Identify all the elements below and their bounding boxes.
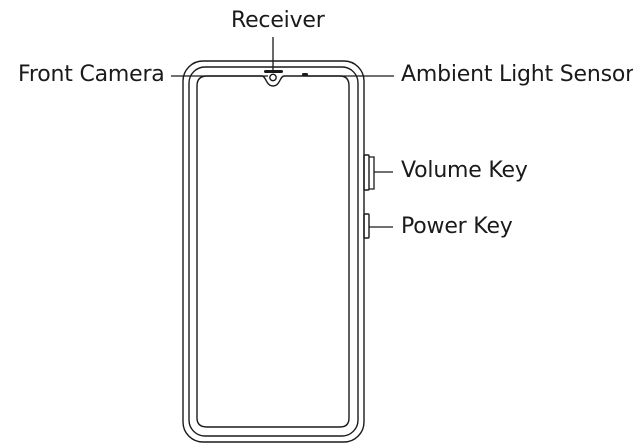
volume-key-bracket	[369, 156, 375, 190]
receiver-slot	[264, 70, 283, 73]
receiver-label: Receiver	[231, 8, 325, 33]
power-key-label: Power Key	[401, 214, 513, 239]
volume-key-shape	[363, 154, 370, 191]
front-camera-lens	[269, 73, 277, 82]
ambient-light-sensor-label: Ambient Light Sensor	[401, 62, 633, 87]
phone-bezel-outline	[188, 66, 359, 437]
power-key-shape	[363, 213, 370, 239]
phone-body-outline	[182, 60, 365, 443]
screen-outline	[196, 75, 350, 428]
front-camera-label: Front Camera	[18, 62, 165, 87]
volume-key-label: Volume Key	[401, 158, 528, 183]
ambient-sensor-dot	[302, 73, 308, 76]
